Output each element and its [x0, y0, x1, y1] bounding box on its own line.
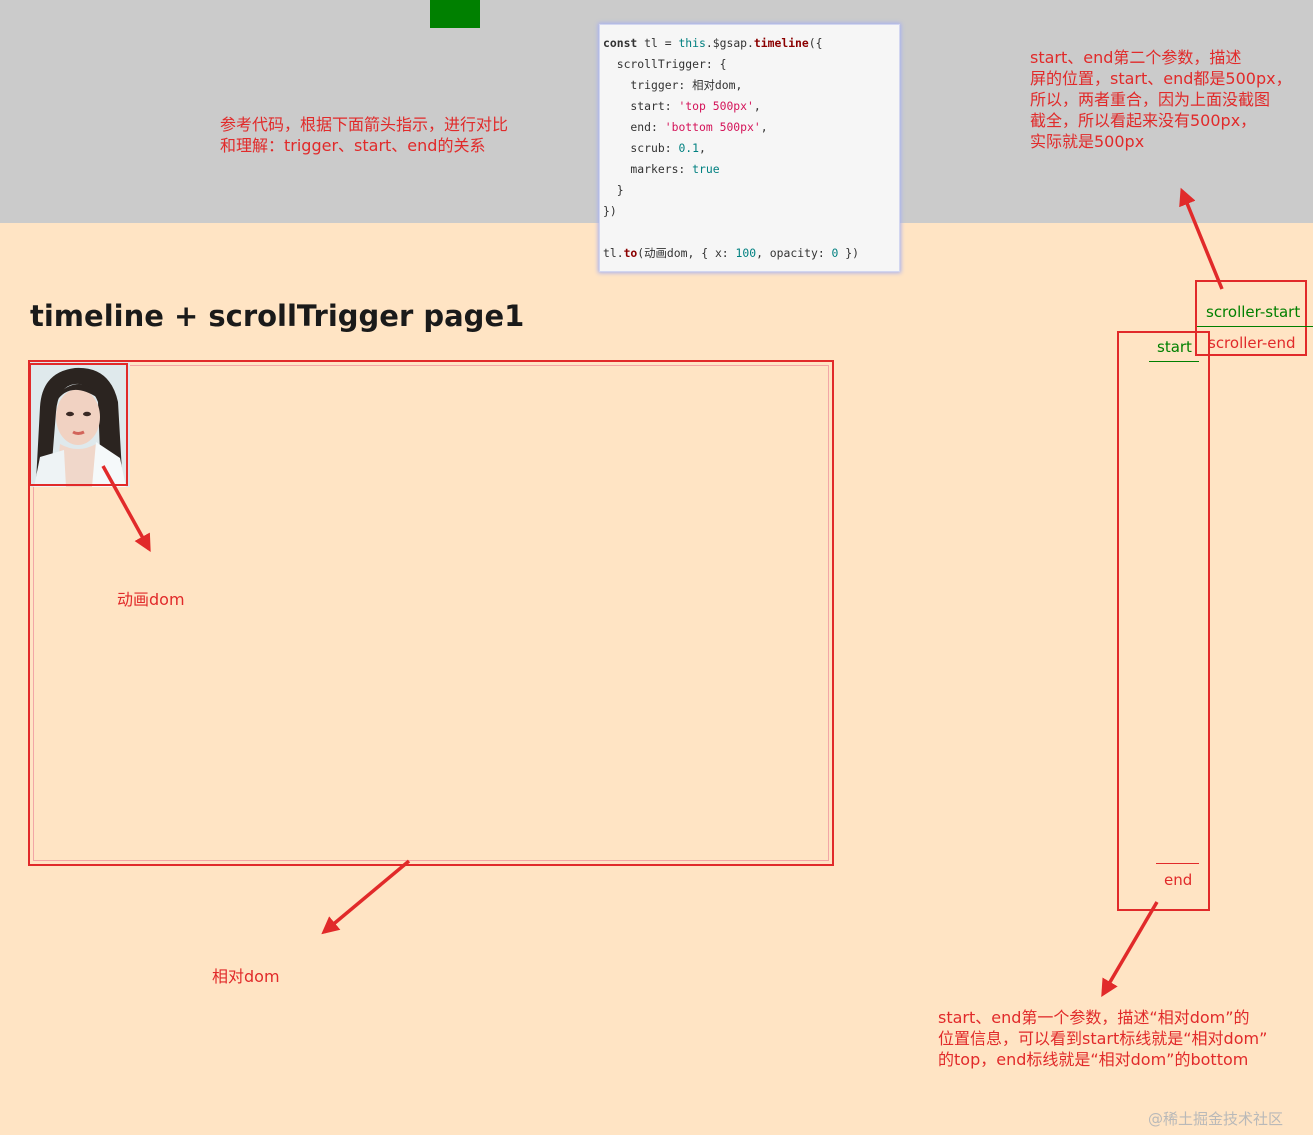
- portrait-illustration: [30, 362, 130, 487]
- second-param-note: start、end第二个参数，描述 屏的位置，start、end都是500px，…: [1030, 48, 1292, 151]
- watermark: @稀土掘金技术社区: [1148, 1110, 1284, 1128]
- relative-dom-box: [28, 360, 834, 866]
- start-marker-line: [1149, 361, 1199, 362]
- scroller-start-line: [1197, 326, 1313, 327]
- green-square-element: [430, 0, 480, 28]
- first-param-note: start、end第一个参数，描述“相对dom”的 位置信息，可以看到start…: [938, 1008, 1268, 1069]
- relative-dom-inner-outline: [33, 365, 829, 861]
- animated-dom-label: 动画dom: [117, 590, 185, 609]
- compare-note: 参考代码，根据下面箭头指示，进行对比 和理解：trigger、start、end…: [220, 115, 509, 155]
- animated-dom-highlight: [29, 363, 128, 486]
- scroller-markers-highlight: [1195, 280, 1307, 356]
- code-snippet-panel: const tl = this.$gsap.timeline({ scrollT…: [599, 24, 900, 272]
- animated-portrait-image: [30, 362, 130, 487]
- page-title: timeline + scrollTrigger page1: [30, 299, 525, 333]
- arrow-to-animated-dom-label: [101, 465, 151, 553]
- end-marker-line: [1156, 863, 1199, 864]
- code-snippet: const tl = this.$gsap.timeline({ scrollT…: [603, 36, 859, 260]
- end-marker: end: [1164, 871, 1193, 889]
- scroller-end-marker: scroller-end: [1208, 334, 1296, 352]
- relative-dom-label: 相对dom: [212, 967, 280, 986]
- arrow-to-relative-dom-label: [321, 859, 411, 935]
- trigger-markers-highlight: [1117, 331, 1210, 911]
- scroller-start-marker: scroller-start: [1206, 303, 1301, 321]
- start-marker: start: [1157, 338, 1192, 356]
- arrow-to-first-param-note: [1101, 901, 1159, 998]
- arrow-to-second-param-note: [1179, 187, 1224, 290]
